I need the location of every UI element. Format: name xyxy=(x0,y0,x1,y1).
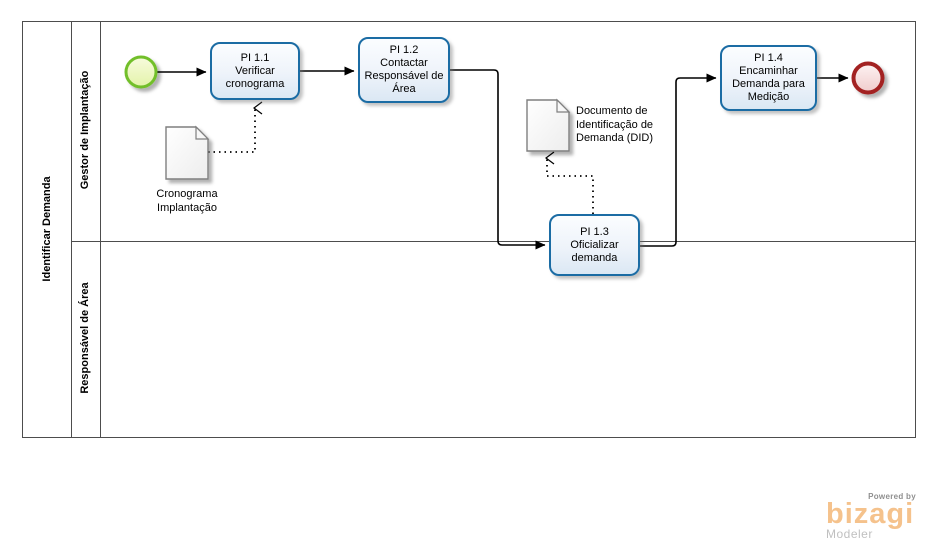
pool-identificar-demanda xyxy=(22,21,916,438)
task-pi-1-1[interactable]: PI 1.1 Verificar cronograma xyxy=(210,42,300,100)
task-label: PI 1.3 Oficializar demanda xyxy=(570,225,619,264)
flow-pi13-to-pi14 xyxy=(640,73,717,247)
association-cronograma-to-pi11 xyxy=(208,101,263,153)
bizagi-wordmark: bizagi xyxy=(826,498,915,530)
document-label-cronograma: Cronograma Implantação xyxy=(156,188,218,214)
bizagi-modeler-text: Modeler xyxy=(826,527,873,541)
document-did[interactable] xyxy=(526,99,570,152)
pool-title: Identificar Demanda xyxy=(41,176,53,282)
task-pi-1-4[interactable]: PI 1.4 Encaminhar Demanda para Medição xyxy=(720,45,817,111)
task-pi-1-3[interactable]: PI 1.3 Oficializar demanda xyxy=(549,214,640,276)
task-pi-1-2[interactable]: PI 1.2 Contactar Responsável de Área xyxy=(358,37,450,103)
bizagi-logo[interactable]: Powered by bizagi Modeler xyxy=(826,492,918,541)
task-label: PI 1.4 Encaminhar Demanda para Medição xyxy=(732,52,805,103)
pool-title-divider xyxy=(71,22,72,437)
start-event-icon[interactable] xyxy=(124,55,158,89)
association-pi13-to-did xyxy=(545,151,594,214)
lane-label-responsavel-de-area: Responsável de Área xyxy=(79,282,91,394)
task-label: PI 1.1 Verificar cronograma xyxy=(225,51,285,90)
document-cronograma-implantacao[interactable] xyxy=(165,126,209,180)
document-fold-icon xyxy=(195,125,210,140)
lane-label-divider xyxy=(100,22,101,437)
lane-divider xyxy=(72,241,915,242)
document-label-did: Documento de Identificação de Demanda (D… xyxy=(576,105,654,144)
task-label: PI 1.2 Contactar Responsável de Área xyxy=(364,44,444,95)
lane-label-gestor-de-implantacao: Gestor de Implantação xyxy=(79,70,91,190)
powered-by-text: Powered by xyxy=(868,492,916,501)
document-fold-icon xyxy=(556,98,571,113)
end-event-icon[interactable] xyxy=(851,61,885,95)
flow-pi12-to-pi13 xyxy=(450,69,546,250)
